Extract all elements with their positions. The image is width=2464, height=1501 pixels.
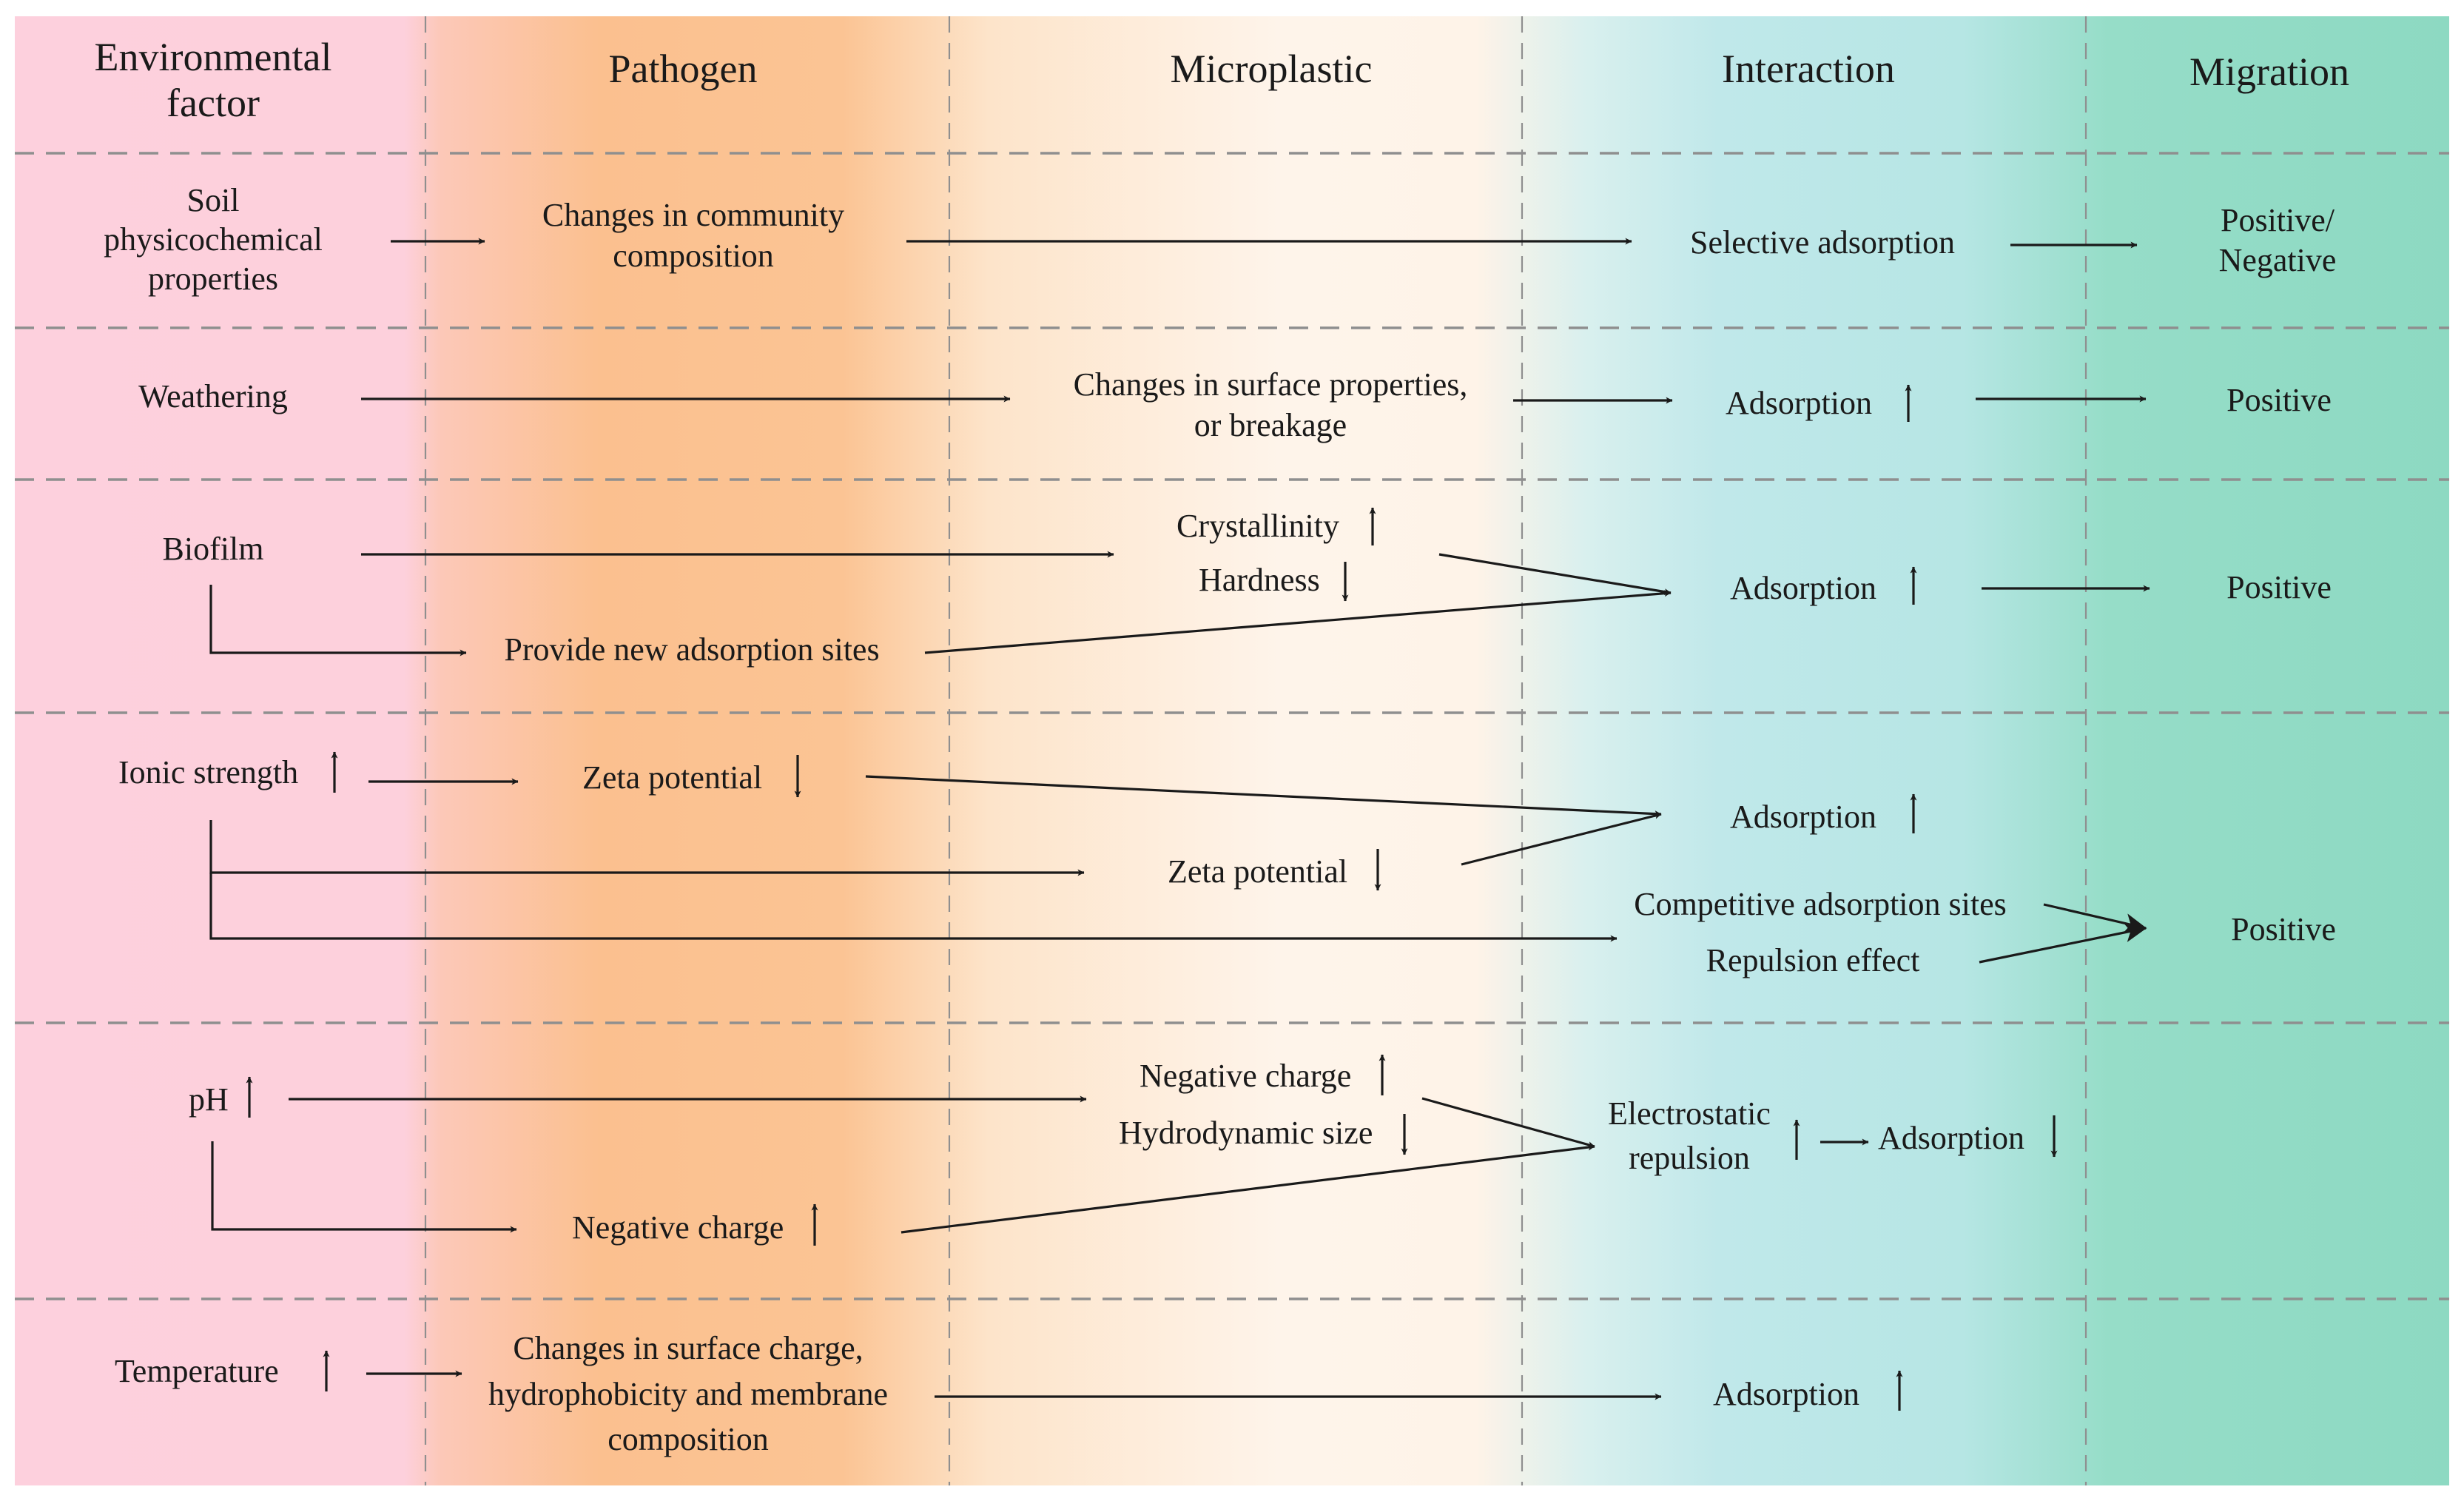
soil-migration-line1: Positive/ xyxy=(2221,202,2335,238)
ionic-converge-arrow-lower xyxy=(1461,812,1662,866)
row-soil: Soil physicochemical properties Changes … xyxy=(104,182,2336,297)
biofilm-crystallinity-label: Crystallinity xyxy=(1177,508,1339,544)
ph-electrostatic-label: Electrostatic xyxy=(1608,1095,1771,1132)
biofilm-converge-arrow-upper xyxy=(1438,553,1672,596)
ionic-pathogen-label: Zeta potential xyxy=(582,759,762,796)
ionic-migration-label: Positive xyxy=(2231,911,2336,947)
biofilm-interaction-label: Adsorption xyxy=(1730,570,1876,606)
row-biofilm: Biofilm Crystallinity Hardness Provide n… xyxy=(163,507,2332,668)
header-environmental-factor-line2: factor xyxy=(166,81,260,125)
ph-repulsion-label: repulsion xyxy=(1629,1140,1750,1176)
biofilm-factor-label: Biofilm xyxy=(163,531,264,567)
header-interaction: Interaction xyxy=(1722,47,1895,91)
ionic-microplastic-label: Zeta potential xyxy=(1168,853,1347,890)
header-row: Environmental factor Pathogen Microplast… xyxy=(95,35,2349,125)
soil-pathogen-line2: composition xyxy=(613,238,774,274)
temperature-pathogen-line2: hydrophobicity and membrane xyxy=(488,1376,888,1412)
ionic-interaction-adsorption-label: Adsorption xyxy=(1730,799,1876,835)
biofilm-migration-label: Positive xyxy=(2226,569,2332,605)
ph-converge-arrow-lower xyxy=(901,1144,1595,1234)
temperature-pathogen-line1: Changes in surface charge, xyxy=(513,1330,863,1366)
temperature-factor-label: Temperature xyxy=(115,1353,279,1389)
biofilm-branch-arrow xyxy=(209,585,467,657)
header-microplastic: Microplastic xyxy=(1171,47,1373,91)
ionic-repulsion-label: Repulsion effect xyxy=(1706,942,1920,978)
weathering-migration-label: Positive xyxy=(2226,382,2332,418)
header-pathogen: Pathogen xyxy=(609,47,758,91)
temperature-interaction-label: Adsorption xyxy=(1713,1376,1859,1412)
ph-converge-arrow-upper xyxy=(1421,1097,1595,1149)
ionic-converge-arrow-to-migration-lower xyxy=(1979,922,2147,964)
biofilm-pathogen-label: Provide new adsorption sites xyxy=(504,631,879,668)
biofilm-hardness-label: Hardness xyxy=(1199,562,1320,598)
soil-factor-line3: properties xyxy=(148,261,278,297)
ionic-factor-label: Ionic strength xyxy=(118,754,298,790)
row-weathering: Weathering Changes in surface properties… xyxy=(138,366,2332,443)
header-environmental-factor-line1: Environmental xyxy=(95,35,332,79)
soil-factor-line1: Soil xyxy=(187,182,240,218)
weathering-interaction-label: Adsorption xyxy=(1726,385,1872,421)
soil-pathogen-line1: Changes in community xyxy=(542,197,844,233)
ph-pathogen-label: Negative charge xyxy=(572,1209,784,1246)
ph-adsorption-label: Adsorption xyxy=(1878,1120,2024,1156)
weathering-factor-label: Weathering xyxy=(138,378,288,414)
ionic-competitive-sites-label: Competitive adsorption sites xyxy=(1634,886,2007,922)
soil-migration-line2: Negative xyxy=(2219,242,2337,278)
temperature-pathogen-line3: composition xyxy=(607,1421,769,1457)
background-bands xyxy=(15,16,2449,1485)
biofilm-converge-arrow-lower xyxy=(924,590,1672,654)
weathering-microplastic-line1: Changes in surface properties, xyxy=(1074,366,1468,403)
row-ph: pH Negative charge Hydrodynamic size Neg… xyxy=(189,1054,2058,1246)
ph-branch-arrow xyxy=(211,1141,517,1233)
ph-hydrodynamic-size-label: Hydrodynamic size xyxy=(1119,1115,1373,1151)
ph-negative-charge-label: Negative charge xyxy=(1140,1058,1351,1094)
weathering-microplastic-line2: or breakage xyxy=(1194,407,1347,443)
soil-interaction-label: Selective adsorption xyxy=(1690,224,1955,261)
row-ionic-strength: Ionic strength Zeta potential Adsorption… xyxy=(118,751,2336,978)
soil-factor-line2: physicochemical xyxy=(104,221,323,258)
ionic-branch-arrow-to-interaction xyxy=(209,873,1618,942)
ph-factor-label: pH xyxy=(189,1081,229,1118)
header-migration: Migration xyxy=(2189,50,2349,94)
row-temperature: Temperature Changes in surface charge, h… xyxy=(115,1330,1903,1457)
ionic-converge-arrow-upper xyxy=(865,775,1662,818)
